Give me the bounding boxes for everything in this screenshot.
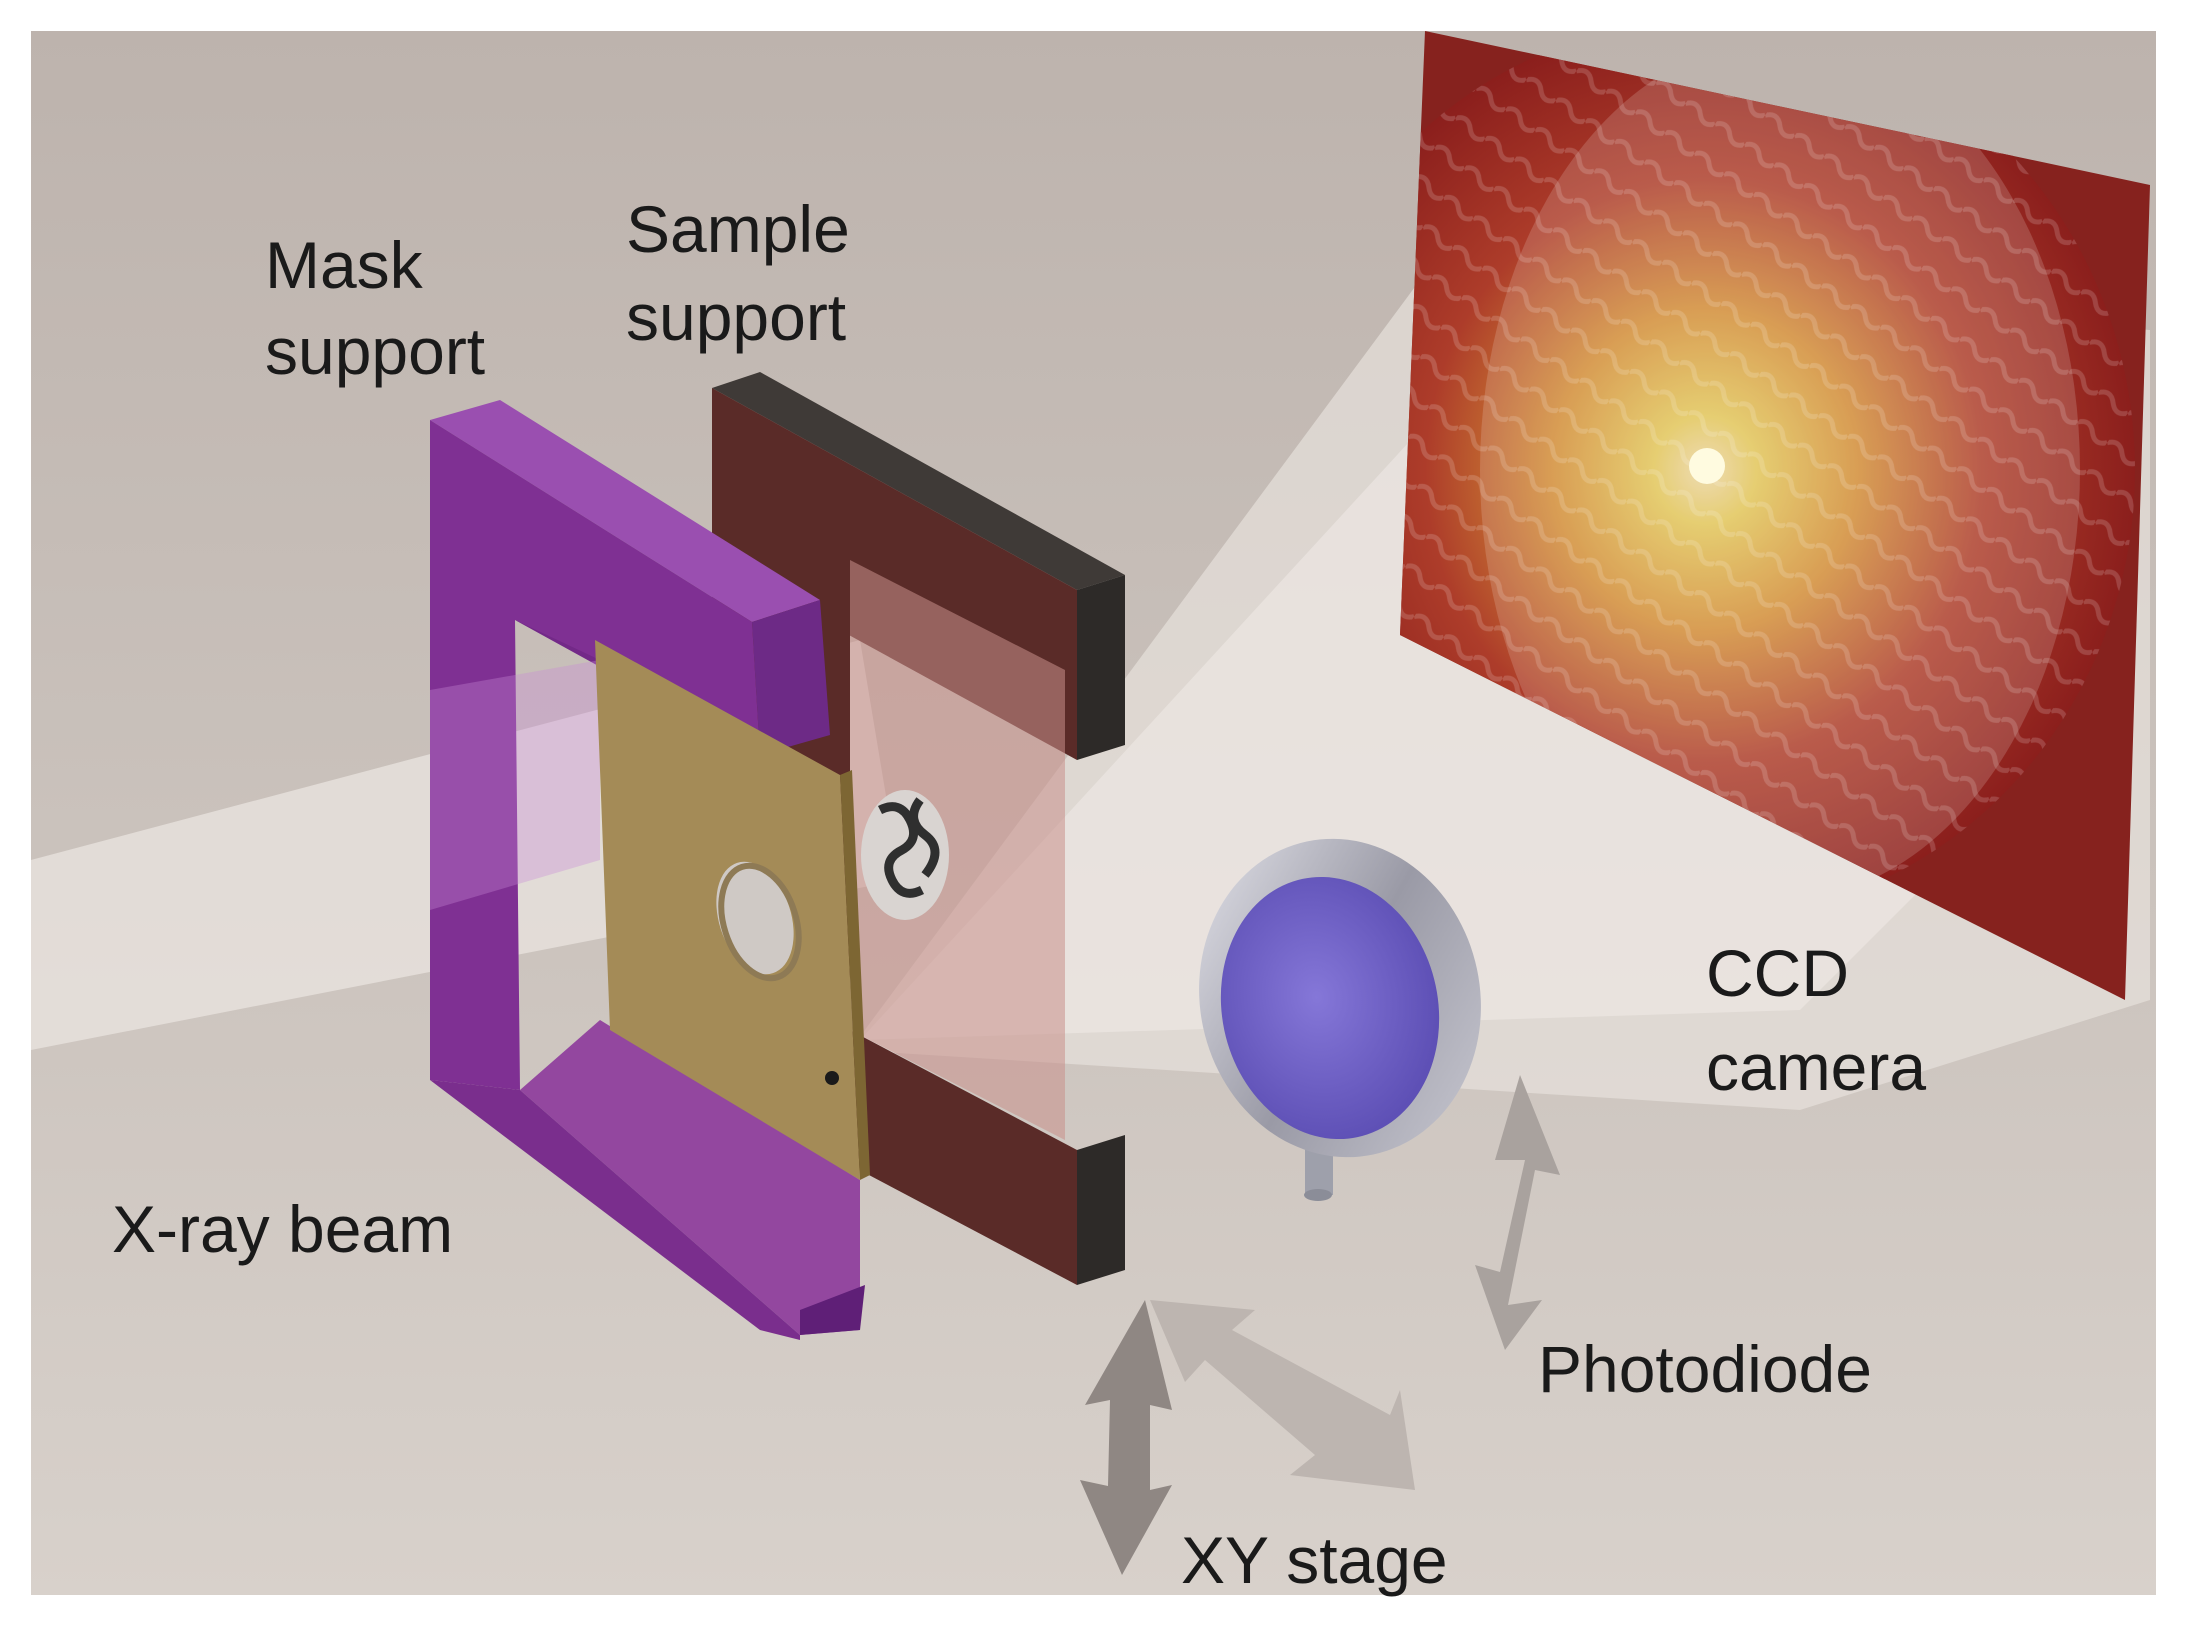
ccd-camera-label-line1: CCD	[1706, 936, 1849, 1010]
mask-support-label: Mask support	[265, 232, 485, 384]
photodiode	[1199, 838, 1481, 1201]
diffraction-center	[1689, 448, 1725, 484]
mask-support	[430, 400, 865, 1340]
ccd-camera-label: CCD camera	[1706, 940, 1926, 1100]
xy-stage-label: XY stage	[1181, 1523, 1448, 1597]
sample-support-label-line1: Sample	[626, 192, 850, 266]
photodiode-motion-arrow	[1475, 1075, 1560, 1350]
ccd-camera-label-line2: camera	[1706, 1030, 1927, 1104]
diffraction-cone-inner	[860, 430, 2050, 1040]
mask-support-label-line2: support	[265, 314, 486, 388]
mask-support-label-line1: Mask	[265, 228, 423, 302]
xy-stage-arrows	[1080, 1300, 1415, 1575]
mask-membrane	[595, 640, 870, 1180]
photodiode-label: Photodiode	[1538, 1332, 1872, 1406]
mask-aperture	[716, 861, 794, 975]
sample-support-label-line2: support	[626, 280, 847, 354]
sample-support-label: Sample support	[626, 196, 850, 350]
reference-hole	[825, 1071, 839, 1085]
xray-beam-label: X-ray beam	[112, 1192, 454, 1266]
sample-membrane	[861, 790, 949, 920]
